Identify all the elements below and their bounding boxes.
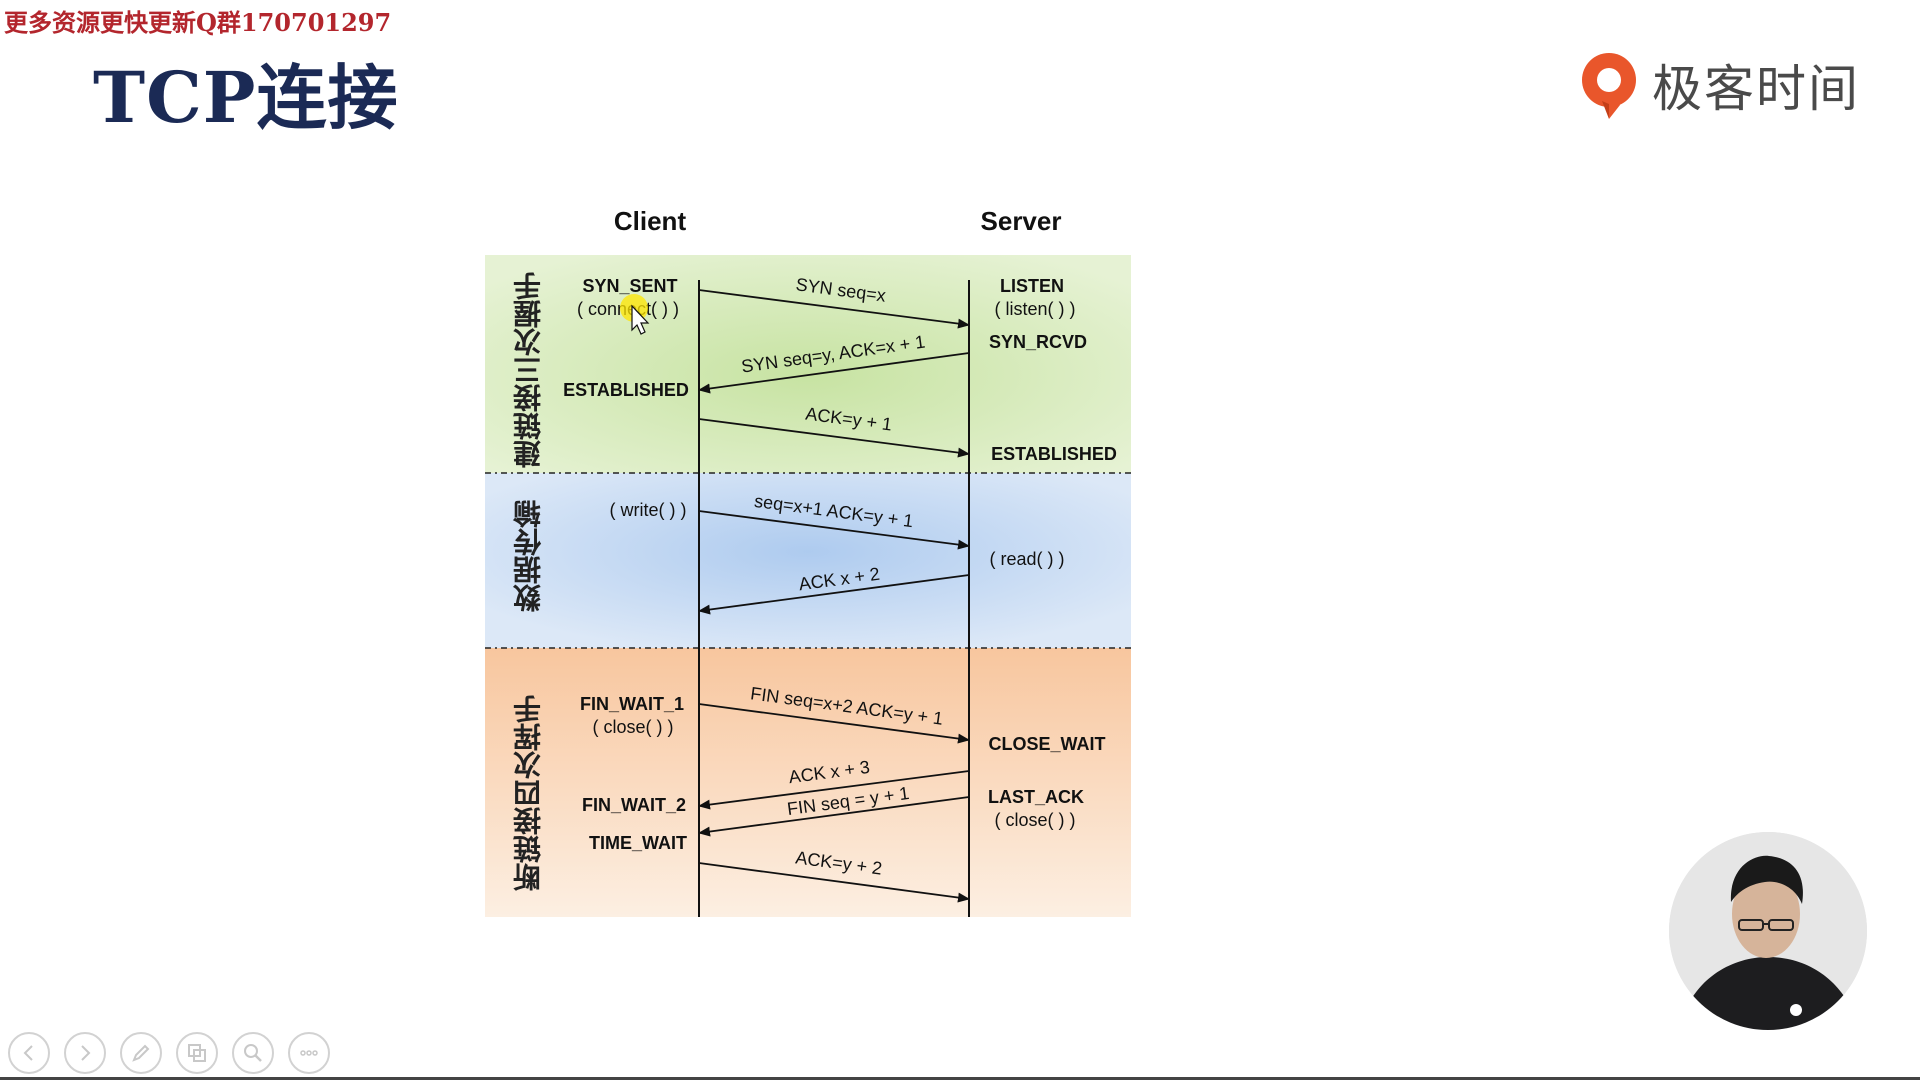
client-call-connect: ( connect( ) ) <box>577 299 679 319</box>
ack-message: ACK=y + 1 <box>804 404 893 435</box>
presentation-toolbar <box>8 1032 330 1074</box>
client-call-write: ( write( ) ) <box>610 500 687 520</box>
syn-arrow <box>698 289 970 329</box>
ack-fin1-arrow <box>698 770 970 810</box>
client-state-fin-wait-1: FIN_WAIT_1 <box>580 694 684 714</box>
fin2-arrow <box>698 796 970 837</box>
syn-ack-arrow <box>698 352 970 394</box>
slides-icon <box>188 1044 206 1062</box>
zone-label-handshake: 建链接三次握手 <box>512 272 545 468</box>
slides-button[interactable] <box>176 1032 218 1074</box>
geektime-logo-icon <box>1582 53 1636 119</box>
server-state-listen: LISTEN <box>1000 276 1064 296</box>
client-state-syn-sent: SYN_SENT <box>582 276 677 296</box>
presenter-image <box>1669 832 1867 1030</box>
brand-logo: 极客时间 <box>1578 48 1860 122</box>
bottom-border <box>0 1077 1920 1080</box>
slide-title: TCP连接 <box>93 56 399 139</box>
server-state-close-wait: CLOSE_WAIT <box>988 734 1105 754</box>
server-header: Server <box>981 206 1062 236</box>
server-call-read: ( read( ) ) <box>989 549 1064 569</box>
cursor-highlight <box>620 294 648 322</box>
watermark-text: 更多资源更快更新Q群170701297 <box>4 8 392 37</box>
client-state-established: ESTABLISHED <box>563 380 689 400</box>
server-state-established: ESTABLISHED <box>991 444 1117 464</box>
fin2-message: FIN seq = y + 1 <box>786 783 911 819</box>
presenter-webcam <box>1669 832 1867 1030</box>
server-state-syn-rcvd: SYN_RCVD <box>989 332 1087 352</box>
next-button[interactable] <box>64 1032 106 1074</box>
zone-handshake-bg <box>485 255 1131 473</box>
pen-icon <box>132 1044 150 1062</box>
ack-arrow <box>698 418 970 458</box>
brand-name: 极客时间 <box>1652 60 1860 118</box>
more-button[interactable] <box>288 1032 330 1074</box>
data-message: seq=x+1 ACK=y + 1 <box>753 491 914 531</box>
data-ack-message: ACK x + 2 <box>797 564 880 595</box>
cursor-icon <box>631 304 650 335</box>
client-call-close: ( close( ) ) <box>593 717 674 737</box>
chevron-right-icon <box>81 1045 91 1061</box>
client-header: Client <box>614 206 687 236</box>
zoom-button[interactable] <box>232 1032 274 1074</box>
zone-teardown-bg <box>485 648 1131 917</box>
chevron-left-icon <box>23 1045 33 1061</box>
magnifier-icon <box>244 1044 262 1062</box>
zone-label-teardown: 断链接四次挥手 <box>512 695 545 891</box>
data-arrow <box>698 510 970 550</box>
syn-ack-message: SYN seq=y, ACK=x + 1 <box>740 332 926 377</box>
ack-fin1-message: ACK x + 3 <box>788 757 871 787</box>
fin1-arrow <box>698 703 970 744</box>
ack-fin2-arrow <box>698 862 970 903</box>
client-state-fin-wait-2: FIN_WAIT_2 <box>582 795 686 815</box>
server-call-listen: ( listen( ) ) <box>995 299 1076 319</box>
zone-transfer-bg <box>485 473 1131 648</box>
client-state-time-wait: TIME_WAIT <box>589 833 687 853</box>
ack-fin2-message: ACK=y + 2 <box>794 847 883 878</box>
pen-button[interactable] <box>120 1032 162 1074</box>
more-icon <box>300 1050 318 1056</box>
fin1-message: FIN seq=x+2 ACK=y + 1 <box>749 683 944 728</box>
server-state-last-ack: LAST_ACK <box>988 787 1084 807</box>
previous-button[interactable] <box>8 1032 50 1074</box>
server-call-close: ( close( ) ) <box>995 810 1076 830</box>
data-ack-arrow <box>698 574 970 615</box>
syn-message: SYN seq=x <box>795 274 887 305</box>
zone-label-transfer: 数据传输 <box>512 500 545 612</box>
